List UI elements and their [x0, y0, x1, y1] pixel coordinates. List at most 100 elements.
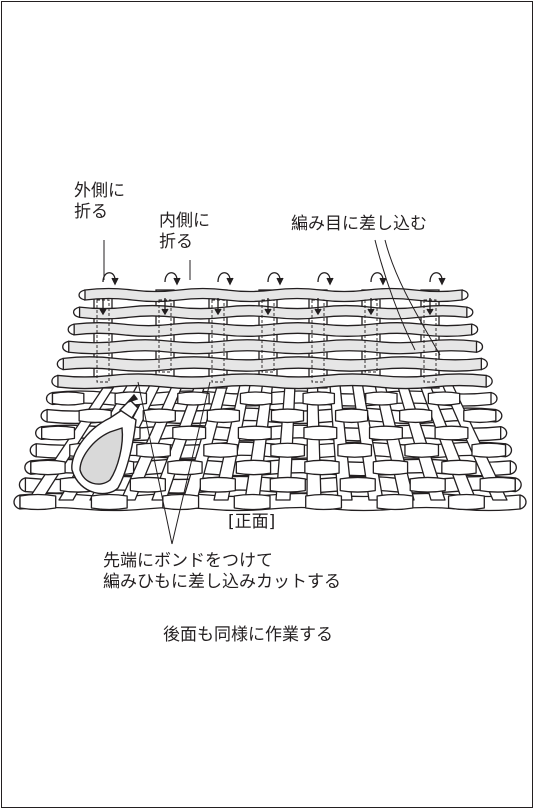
- glue-bottle-icon: [71, 393, 139, 495]
- weave-segment: [339, 476, 376, 493]
- weaving-row: [73, 322, 473, 337]
- row-end-left: [45, 391, 53, 406]
- weave-segment: [463, 408, 497, 424]
- weave-segment: [177, 391, 210, 406]
- weave-segment: [19, 493, 57, 511]
- weave-segment: [235, 459, 272, 476]
- leader-bond-1: [137, 381, 173, 545]
- curved-arrow-head: [226, 277, 234, 286]
- down-arrow-head: [264, 308, 272, 316]
- weave-segment: [270, 442, 306, 458]
- weave-segment: [471, 442, 507, 458]
- weave-segment: [404, 442, 440, 458]
- row-end-right: [505, 443, 513, 458]
- curved-arrow-icon: [217, 272, 231, 283]
- weaving-row: [68, 339, 478, 355]
- row-end-left: [62, 340, 69, 353]
- weave-segment: [162, 493, 200, 511]
- weave-segment: [409, 476, 446, 493]
- weaving-row: [62, 356, 482, 372]
- row-end-left: [56, 357, 64, 371]
- weave-segment: [399, 408, 433, 424]
- down-arrow-head: [367, 308, 375, 316]
- weave-segment: [302, 391, 336, 406]
- weave-segment: [172, 425, 207, 441]
- weave-segment: [167, 459, 203, 476]
- label-back-same: 後面も同様に作業する: [163, 625, 333, 645]
- weave-segment: [142, 408, 176, 424]
- row-end-left: [40, 408, 48, 423]
- curved-arrow-icon: [317, 272, 331, 283]
- leader-lines: [103, 239, 441, 545]
- weave-segment: [90, 493, 128, 511]
- row-end-left: [18, 477, 26, 493]
- curved-arrow-icon: [429, 272, 443, 283]
- leader-bond-2: [171, 381, 211, 545]
- row-end-right: [519, 494, 527, 510]
- curved-arrow-icon: [370, 272, 384, 283]
- row-end-left: [72, 306, 80, 319]
- label-bond-instruction: 先端にボンドをつけて 編みひもに差し込みカットする: [103, 551, 341, 592]
- weave-segment: [427, 391, 461, 406]
- row-end-left: [67, 323, 75, 336]
- curved-arrow-head: [111, 277, 119, 286]
- row-end-right: [476, 340, 484, 353]
- leader-insert-weave: [384, 239, 441, 356]
- weave-segment: [305, 493, 343, 511]
- row-end-left: [13, 494, 21, 510]
- row-end-left: [51, 374, 59, 388]
- weave-segment: [270, 408, 305, 424]
- curved-arrow-icon: [164, 272, 178, 283]
- row-end-right: [481, 357, 488, 371]
- row-end-left: [29, 443, 37, 458]
- label-view-front: [正面]: [228, 512, 276, 532]
- row-end-right: [485, 374, 493, 388]
- weaving-row: [78, 304, 468, 320]
- weave-segment: [51, 391, 85, 406]
- down-arrow-head: [314, 308, 322, 316]
- row-end-right: [490, 391, 498, 406]
- weave-segment: [239, 391, 273, 406]
- weave-segment: [337, 442, 373, 458]
- label-fold-inside: 内側に 折る: [159, 211, 210, 252]
- weave-segment: [41, 425, 76, 441]
- row-end-right: [466, 306, 474, 319]
- weave-segment: [434, 425, 469, 441]
- curved-arrow-head: [379, 277, 387, 286]
- curved-arrow-head: [276, 277, 284, 286]
- weave-segment: [479, 476, 516, 493]
- weave-segment: [368, 425, 403, 441]
- down-arrow-head: [214, 308, 222, 316]
- down-arrow-head: [99, 308, 107, 316]
- row-end-left: [78, 289, 86, 301]
- weave-segment: [304, 459, 340, 476]
- row-end-left: [35, 426, 42, 440]
- row-end-right: [471, 323, 479, 336]
- weave-segment: [206, 408, 241, 424]
- row-end-right: [514, 477, 522, 493]
- curved-arrow-head: [438, 277, 446, 286]
- weave-segment: [129, 476, 166, 493]
- weave-segment: [269, 476, 306, 493]
- weave-segment: [203, 442, 239, 458]
- weave-segment: [365, 391, 398, 406]
- weave-segment: [136, 442, 171, 458]
- weave-segment: [447, 493, 485, 511]
- weave-segment: [372, 459, 409, 476]
- weave-segment: [30, 459, 66, 476]
- row-end-left: [24, 460, 32, 475]
- curved-arrow-icon: [267, 272, 281, 283]
- row-end-right: [461, 289, 469, 301]
- label-fold-outside: 外側に 折る: [74, 181, 125, 222]
- down-arrow-head: [426, 308, 434, 316]
- weave-segment: [376, 493, 414, 511]
- weave-segment: [441, 459, 477, 476]
- weave-segment: [237, 425, 272, 441]
- label-insert-weave: 編み目に差し込む: [291, 214, 427, 234]
- curved-arrow-icon: [102, 272, 116, 283]
- weave-segment: [233, 493, 271, 511]
- weaving-row: [57, 373, 487, 390]
- down-arrow-head: [161, 308, 169, 316]
- curved-arrow-head: [173, 277, 181, 286]
